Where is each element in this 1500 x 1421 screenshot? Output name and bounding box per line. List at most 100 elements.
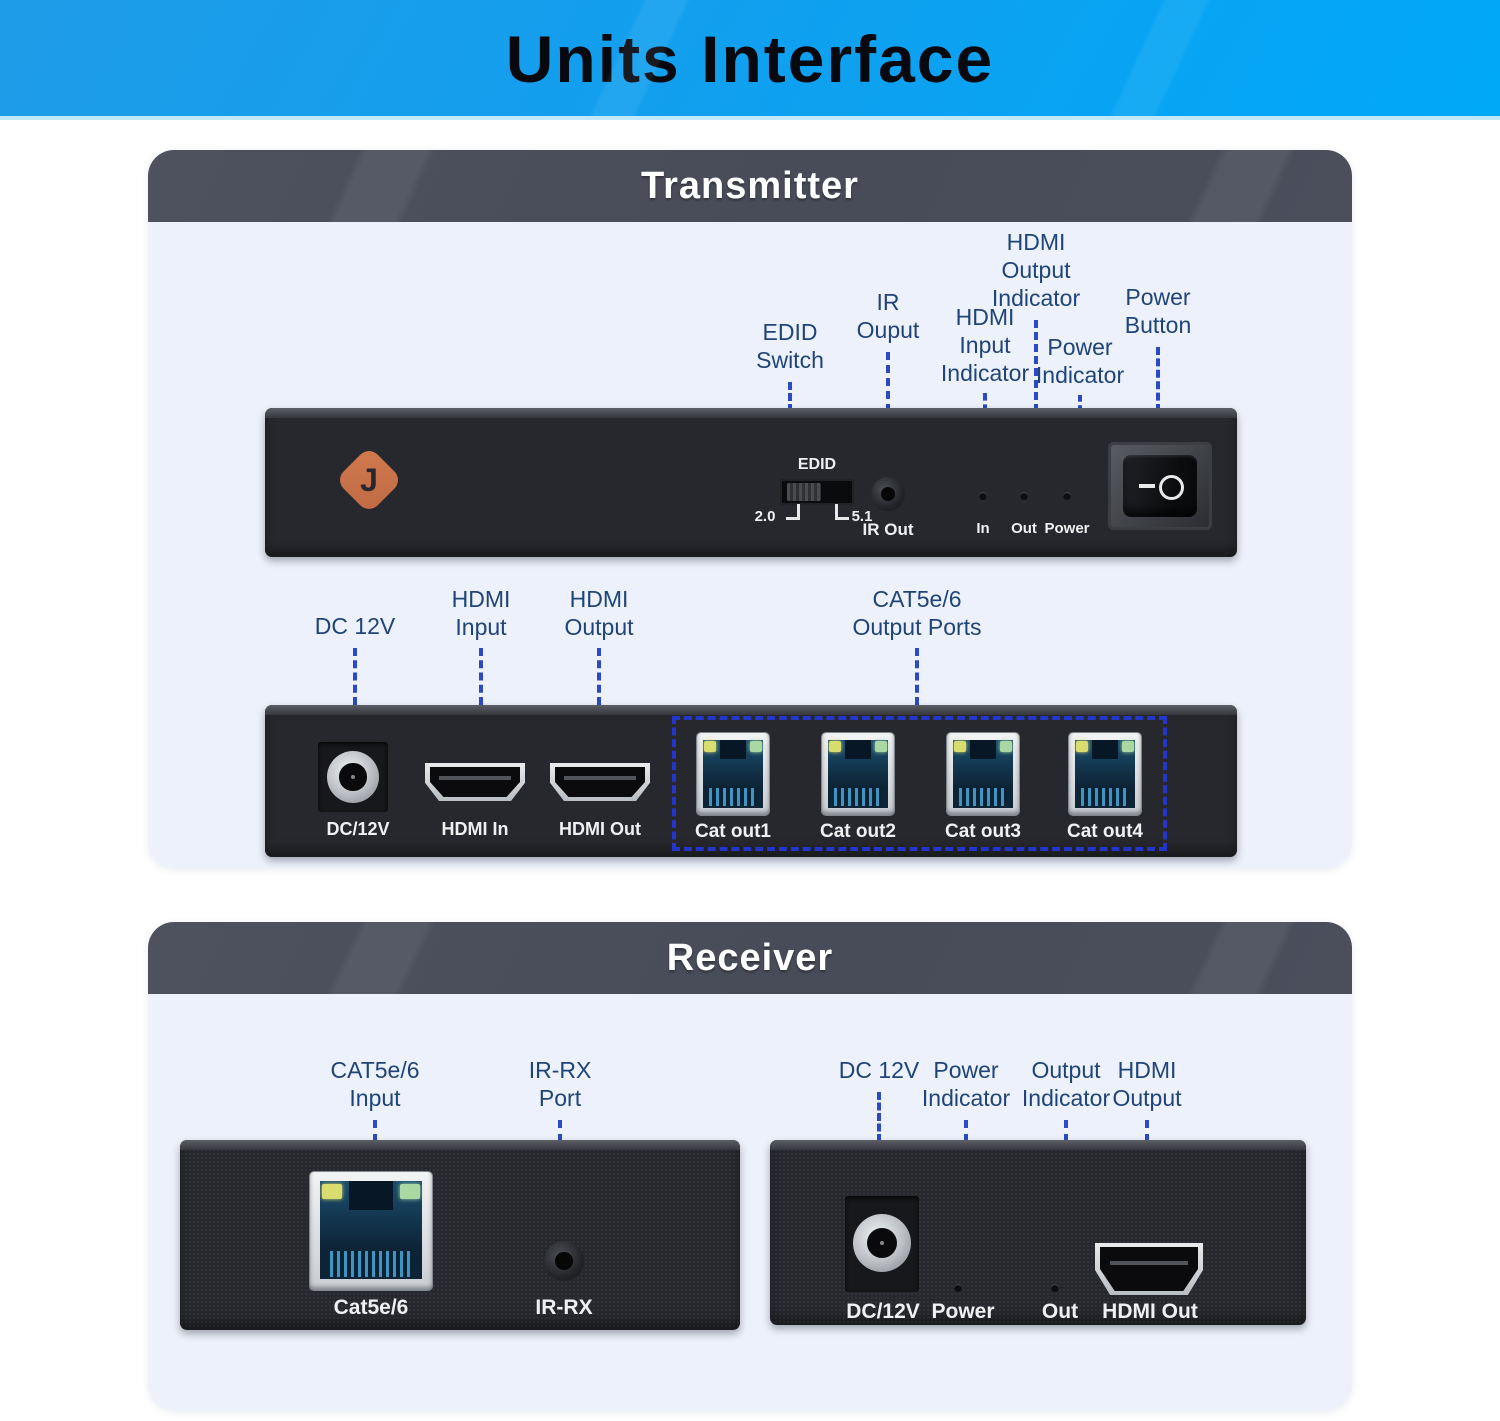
power-rocker-switch [1108, 442, 1212, 530]
callout-line [886, 352, 890, 412]
rj45-led [1122, 741, 1134, 752]
device-edge [265, 408, 1237, 418]
power-off-icon [1158, 474, 1184, 500]
callout-line [877, 1092, 881, 1142]
jack-hole [555, 1252, 573, 1270]
rj45-led [954, 741, 966, 752]
rj45-notch [970, 739, 996, 760]
callout-line [983, 393, 987, 412]
transmitter-rear-device: DC/12V HDMI In HDMI Out [265, 705, 1237, 857]
banner-streak [1080, 0, 1300, 116]
callout-power-indicator: Power Indicator [1035, 334, 1125, 388]
rj45-led [829, 741, 841, 752]
transmitter-header: Transmitter [148, 150, 1352, 222]
dc-jack-pin [879, 1240, 885, 1246]
rj45-pins [833, 787, 883, 806]
hdmi-out-label: HDMI Out [1102, 1300, 1198, 1323]
transmitter-front-device: J EDID 2.0 5.1 IR Out In Out Power [265, 408, 1237, 557]
device-edge [265, 705, 1237, 715]
dc-jack-ring [327, 751, 379, 803]
jack-hole [880, 486, 896, 502]
callout-hdmi-output-indicator: HDMI Output Indicator [991, 229, 1081, 311]
transmitter-panel: Transmitter EDID Switch IR Ouput HDMI In… [148, 150, 1352, 868]
power-led [1063, 492, 1071, 500]
cat-out3-label: Cat out3 [945, 821, 1021, 842]
rj45-notch [720, 739, 746, 760]
banner: Units Interface [0, 0, 1500, 120]
hdmi-out-led [1020, 492, 1028, 500]
ir-rx-label: IR-RX [535, 1296, 593, 1319]
callout-hdmi-output: HDMI Output [1112, 1057, 1182, 1111]
rj45-pins [329, 1251, 413, 1278]
hdmi-in-port [425, 763, 525, 801]
dc-jack [318, 742, 388, 812]
dc-jack-ring [853, 1214, 911, 1272]
callout-line [788, 382, 792, 412]
cat-out4-label: Cat out4 [1067, 821, 1143, 842]
rj45-port-cat-out2 [822, 733, 894, 815]
device-edge [180, 1140, 740, 1150]
rj45-notch [349, 1181, 393, 1210]
rj45-notch [845, 739, 871, 760]
dc-jack-hole [339, 763, 367, 791]
dc-label: DC/12V [326, 819, 390, 839]
callout-line [1145, 1120, 1149, 1142]
hdmi-inner [430, 767, 520, 797]
rj45-port-cat-out1 [697, 733, 769, 815]
dc-jack-hole [866, 1227, 898, 1259]
transmitter-title: Transmitter [641, 165, 859, 207]
rj45-led [322, 1183, 342, 1200]
rj45-pins [1080, 787, 1130, 806]
callout-dc-12v: DC 12V [838, 1057, 920, 1083]
hdmi-inner [1100, 1247, 1198, 1291]
hdmi-slot [1110, 1260, 1188, 1265]
cat-out1-label: Cat out1 [695, 821, 771, 842]
callout-ir-rx-port: IR-RX Port [528, 1057, 592, 1111]
callout-edid-switch: EDID Switch [756, 319, 824, 373]
out-label: Out [1041, 1300, 1079, 1323]
edid-option-left: 2.0 [754, 508, 776, 525]
callout-line [1064, 1120, 1068, 1142]
callout-line [597, 648, 601, 705]
callout-line [915, 648, 919, 705]
dc-jack [845, 1196, 919, 1292]
dc-jack-pin [350, 774, 356, 780]
rj45-led [1000, 741, 1012, 752]
callout-hdmi-input: HDMI Input [451, 586, 511, 640]
callout-hdmi-output: HDMI Output [564, 586, 634, 640]
rj45-pins [958, 787, 1008, 806]
callout-output-indicator: Output Indicator [1021, 1057, 1111, 1111]
power-led [954, 1284, 962, 1292]
callout-line [373, 1120, 377, 1142]
dc-label: DC/12V [846, 1300, 920, 1323]
hdmi-in-led [979, 492, 987, 500]
hdmi-out-port [550, 763, 650, 801]
hdmi-slot [439, 775, 511, 780]
rj45-pins [708, 787, 758, 806]
hdmi-slot [564, 775, 636, 780]
callout-ir-output: IR Ouput [856, 289, 920, 343]
callout-line [964, 1120, 968, 1142]
rj45-led [1076, 741, 1088, 752]
header-streak [188, 150, 588, 222]
callout-line [1034, 320, 1038, 412]
cat-ports-highlight-box [672, 716, 1167, 851]
edid-bracket-right-icon [835, 504, 849, 520]
led-label-out: Out [1011, 520, 1037, 537]
callout-line [479, 648, 483, 705]
callout-power-button: Power Button [1124, 284, 1192, 338]
hdmi-inner [555, 767, 645, 797]
cat5e6-label: Cat5e/6 [333, 1296, 409, 1319]
header-streak [1048, 922, 1352, 994]
led-label-in: In [976, 520, 990, 537]
rj45-led [400, 1183, 420, 1200]
rocker [1123, 455, 1197, 517]
receiver-title: Receiver [666, 937, 834, 979]
rj45-led [704, 741, 716, 752]
ir-rx-jack [544, 1241, 584, 1281]
header-streak [188, 922, 588, 994]
edid-switch-knob [787, 483, 821, 501]
callout-line [558, 1120, 562, 1142]
hdmi-in-label: HDMI In [441, 819, 509, 839]
